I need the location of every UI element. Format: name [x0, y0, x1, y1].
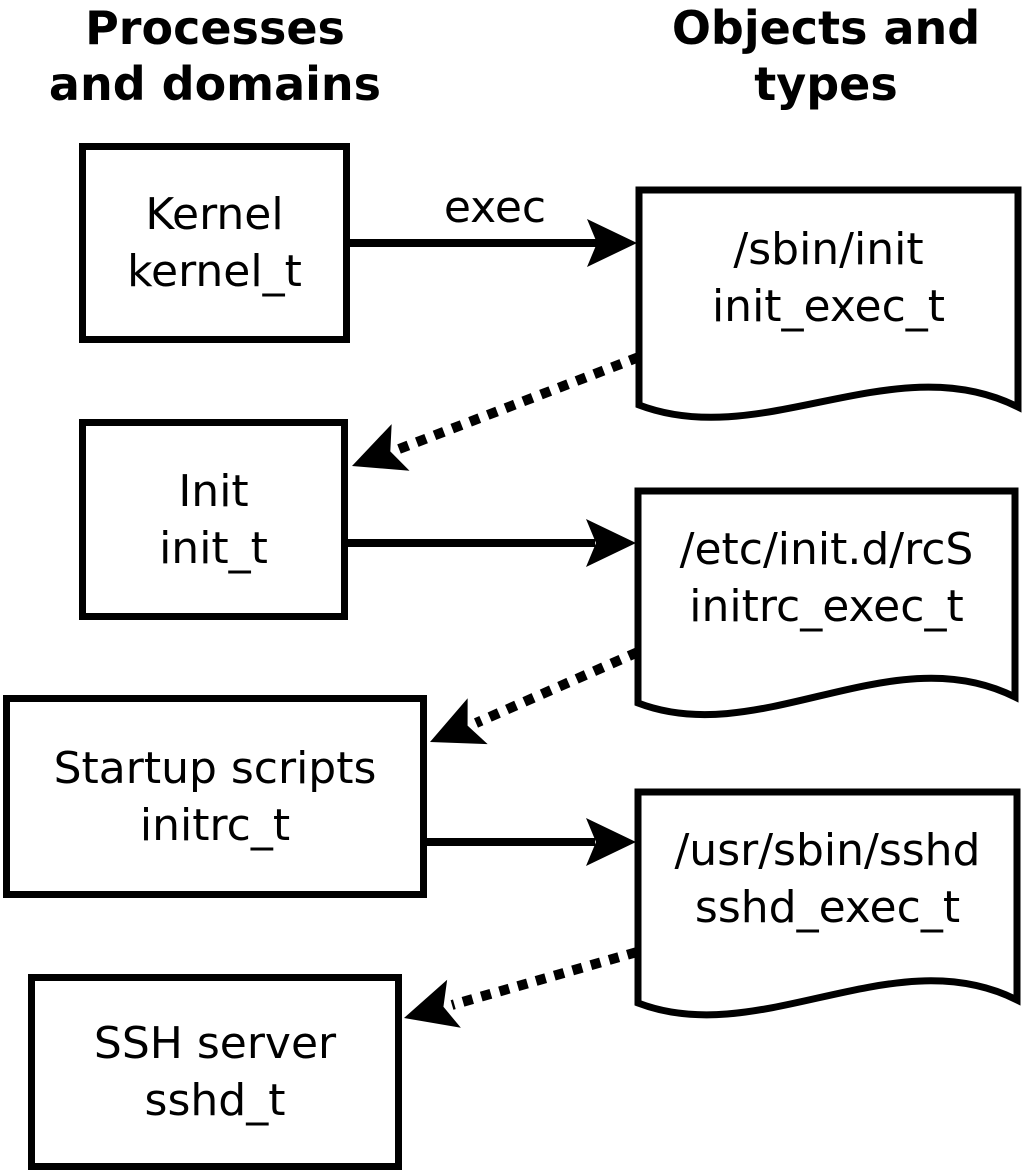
- domain-type: sshd_t: [144, 1075, 286, 1126]
- heading-processes-and-domains: Processes and domains: [0, 0, 430, 112]
- process-box-startup-scripts: Startup scripts initrc_t: [3, 695, 427, 898]
- process-name: Startup scripts: [53, 742, 377, 794]
- dotted-arrow-rcs-to-initrc: [430, 647, 641, 745]
- document-shape-usr-sbin-sshd: [634, 788, 1021, 1019]
- solid-arrow-initrc-to-sshd: [427, 818, 636, 866]
- object-type: sshd_exec_t: [694, 882, 961, 933]
- solid-arrow-kernel-to-sbin-init: [350, 219, 637, 267]
- object-path: /sbin/init: [733, 224, 924, 275]
- domain-type: kernel_t: [127, 246, 302, 297]
- object-path: /usr/sbin/sshd: [674, 825, 981, 876]
- process-name: Init: [178, 465, 249, 517]
- process-box-kernel: Kernel kernel_t: [79, 143, 350, 343]
- heading-right-line1: Objects and: [671, 1, 981, 55]
- object-type: init_exec_t: [711, 281, 946, 332]
- domain-type: initrc_t: [139, 799, 291, 851]
- heading-objects-and-types: Objects and types: [624, 0, 1024, 112]
- document-shape-sbin-init: [635, 186, 1022, 421]
- object-type: initrc_exec_t: [689, 581, 964, 632]
- exec-arrow-label: exec: [443, 182, 547, 233]
- object-doc-label-etc-initd-rcs: /etc/init.d/rcS initrc_exec_t: [638, 521, 1015, 635]
- solid-arrow-init-to-rcs: [348, 519, 636, 567]
- object-doc-label-sbin-init: /sbin/init init_exec_t: [639, 221, 1018, 335]
- document-shape-etc-initd-rcs: [634, 487, 1019, 719]
- heading-left-line1: Processes: [85, 1, 345, 55]
- process-name: SSH server: [93, 1018, 337, 1069]
- object-path: /etc/init.d/rcS: [679, 524, 974, 575]
- dotted-arrow-sbin-init-to-init: [352, 352, 641, 471]
- process-box-init: Init init_t: [79, 419, 348, 620]
- process-name: Kernel: [145, 189, 284, 240]
- process-box-ssh-server: SSH server sshd_t: [28, 974, 402, 1170]
- object-doc-label-usr-sbin-sshd: /usr/sbin/sshd sshd_exec_t: [638, 822, 1017, 936]
- dotted-arrow-sshd-to-sshserver: [404, 947, 639, 1028]
- domain-type: init_t: [159, 522, 268, 574]
- heading-right-line2: types: [754, 57, 898, 111]
- heading-left-line2: and domains: [48, 57, 382, 111]
